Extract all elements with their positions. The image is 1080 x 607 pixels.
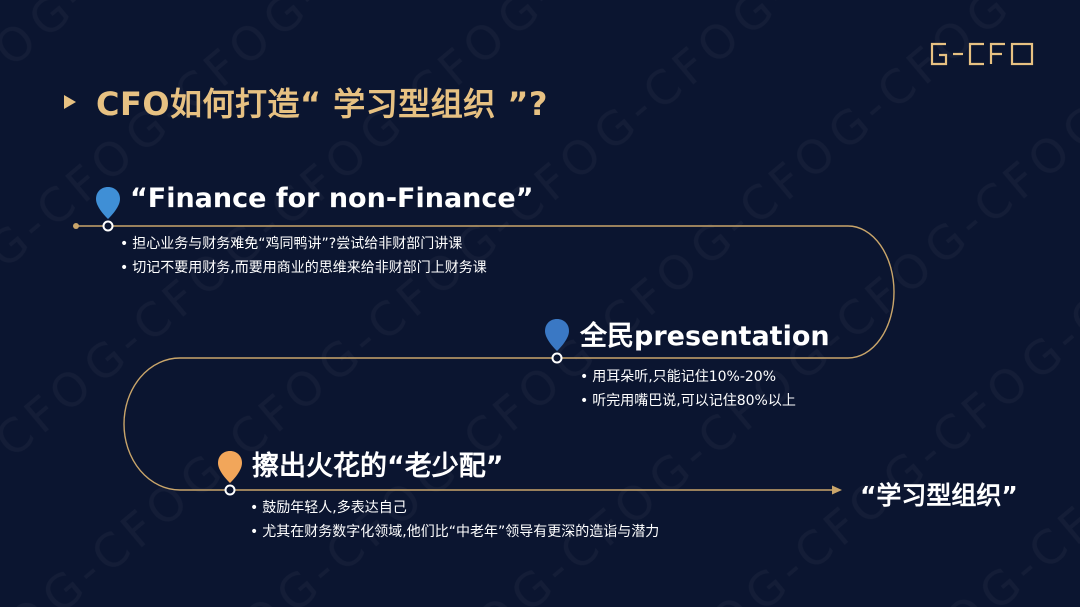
list-item: 听完用嘴巴说,可以记住80%以上: [580, 389, 796, 413]
page-title: CFO如何打造“ 学习型组织 ”?: [96, 85, 548, 123]
list-item: 切记不要用财务,而要用商业的思维来给非财部门上财务课: [120, 256, 486, 280]
list-item: 用耳朵听,只能记住10%-20%: [580, 365, 796, 389]
title-arrow-icon: [64, 95, 76, 109]
stage-3-bullets: 鼓励年轻人,多表达自己 尤其在财务数字化领域,他们比“中老年”领导有更深的造诣与…: [250, 496, 659, 544]
list-item: 鼓励年轻人,多表达自己: [250, 496, 659, 520]
stage-2-heading: 全民presentation: [580, 321, 830, 352]
stage-2-node: [551, 352, 563, 364]
g-cfo-logo: [930, 42, 1034, 66]
stage-3-node: [224, 484, 236, 496]
stage-2-bullets: 用耳朵听,只能记住10%-20% 听完用嘴巴说,可以记住80%以上: [580, 365, 796, 413]
path-end-arrow-icon: [832, 485, 842, 495]
map-pin-icon: [96, 187, 120, 219]
list-item: 尤其在财务数字化领域,他们比“中老年”领导有更深的造诣与潜力: [250, 520, 659, 544]
map-pin-icon: [218, 451, 242, 483]
stage-1-node: [102, 220, 114, 232]
stage-1-bullets: 担心业务与财务难免“鸡同鸭讲”?尝试给非财部门讲课 切记不要用财务,而要用商业的…: [120, 232, 487, 280]
stage-1-heading: “Finance for non-Finance”: [130, 183, 534, 214]
title-row: CFO如何打造“ 学习型组织 ”?: [64, 80, 548, 124]
map-pin-icon: [545, 319, 569, 351]
path-start-dot: [73, 223, 79, 229]
list-item: 担心业务与财务难免“鸡同鸭讲”?尝试给非财部门讲课: [120, 232, 487, 256]
stage-3-heading: 擦出火花的“老少配”: [252, 451, 504, 482]
goal-label: “学习型组织”: [860, 481, 1018, 510]
